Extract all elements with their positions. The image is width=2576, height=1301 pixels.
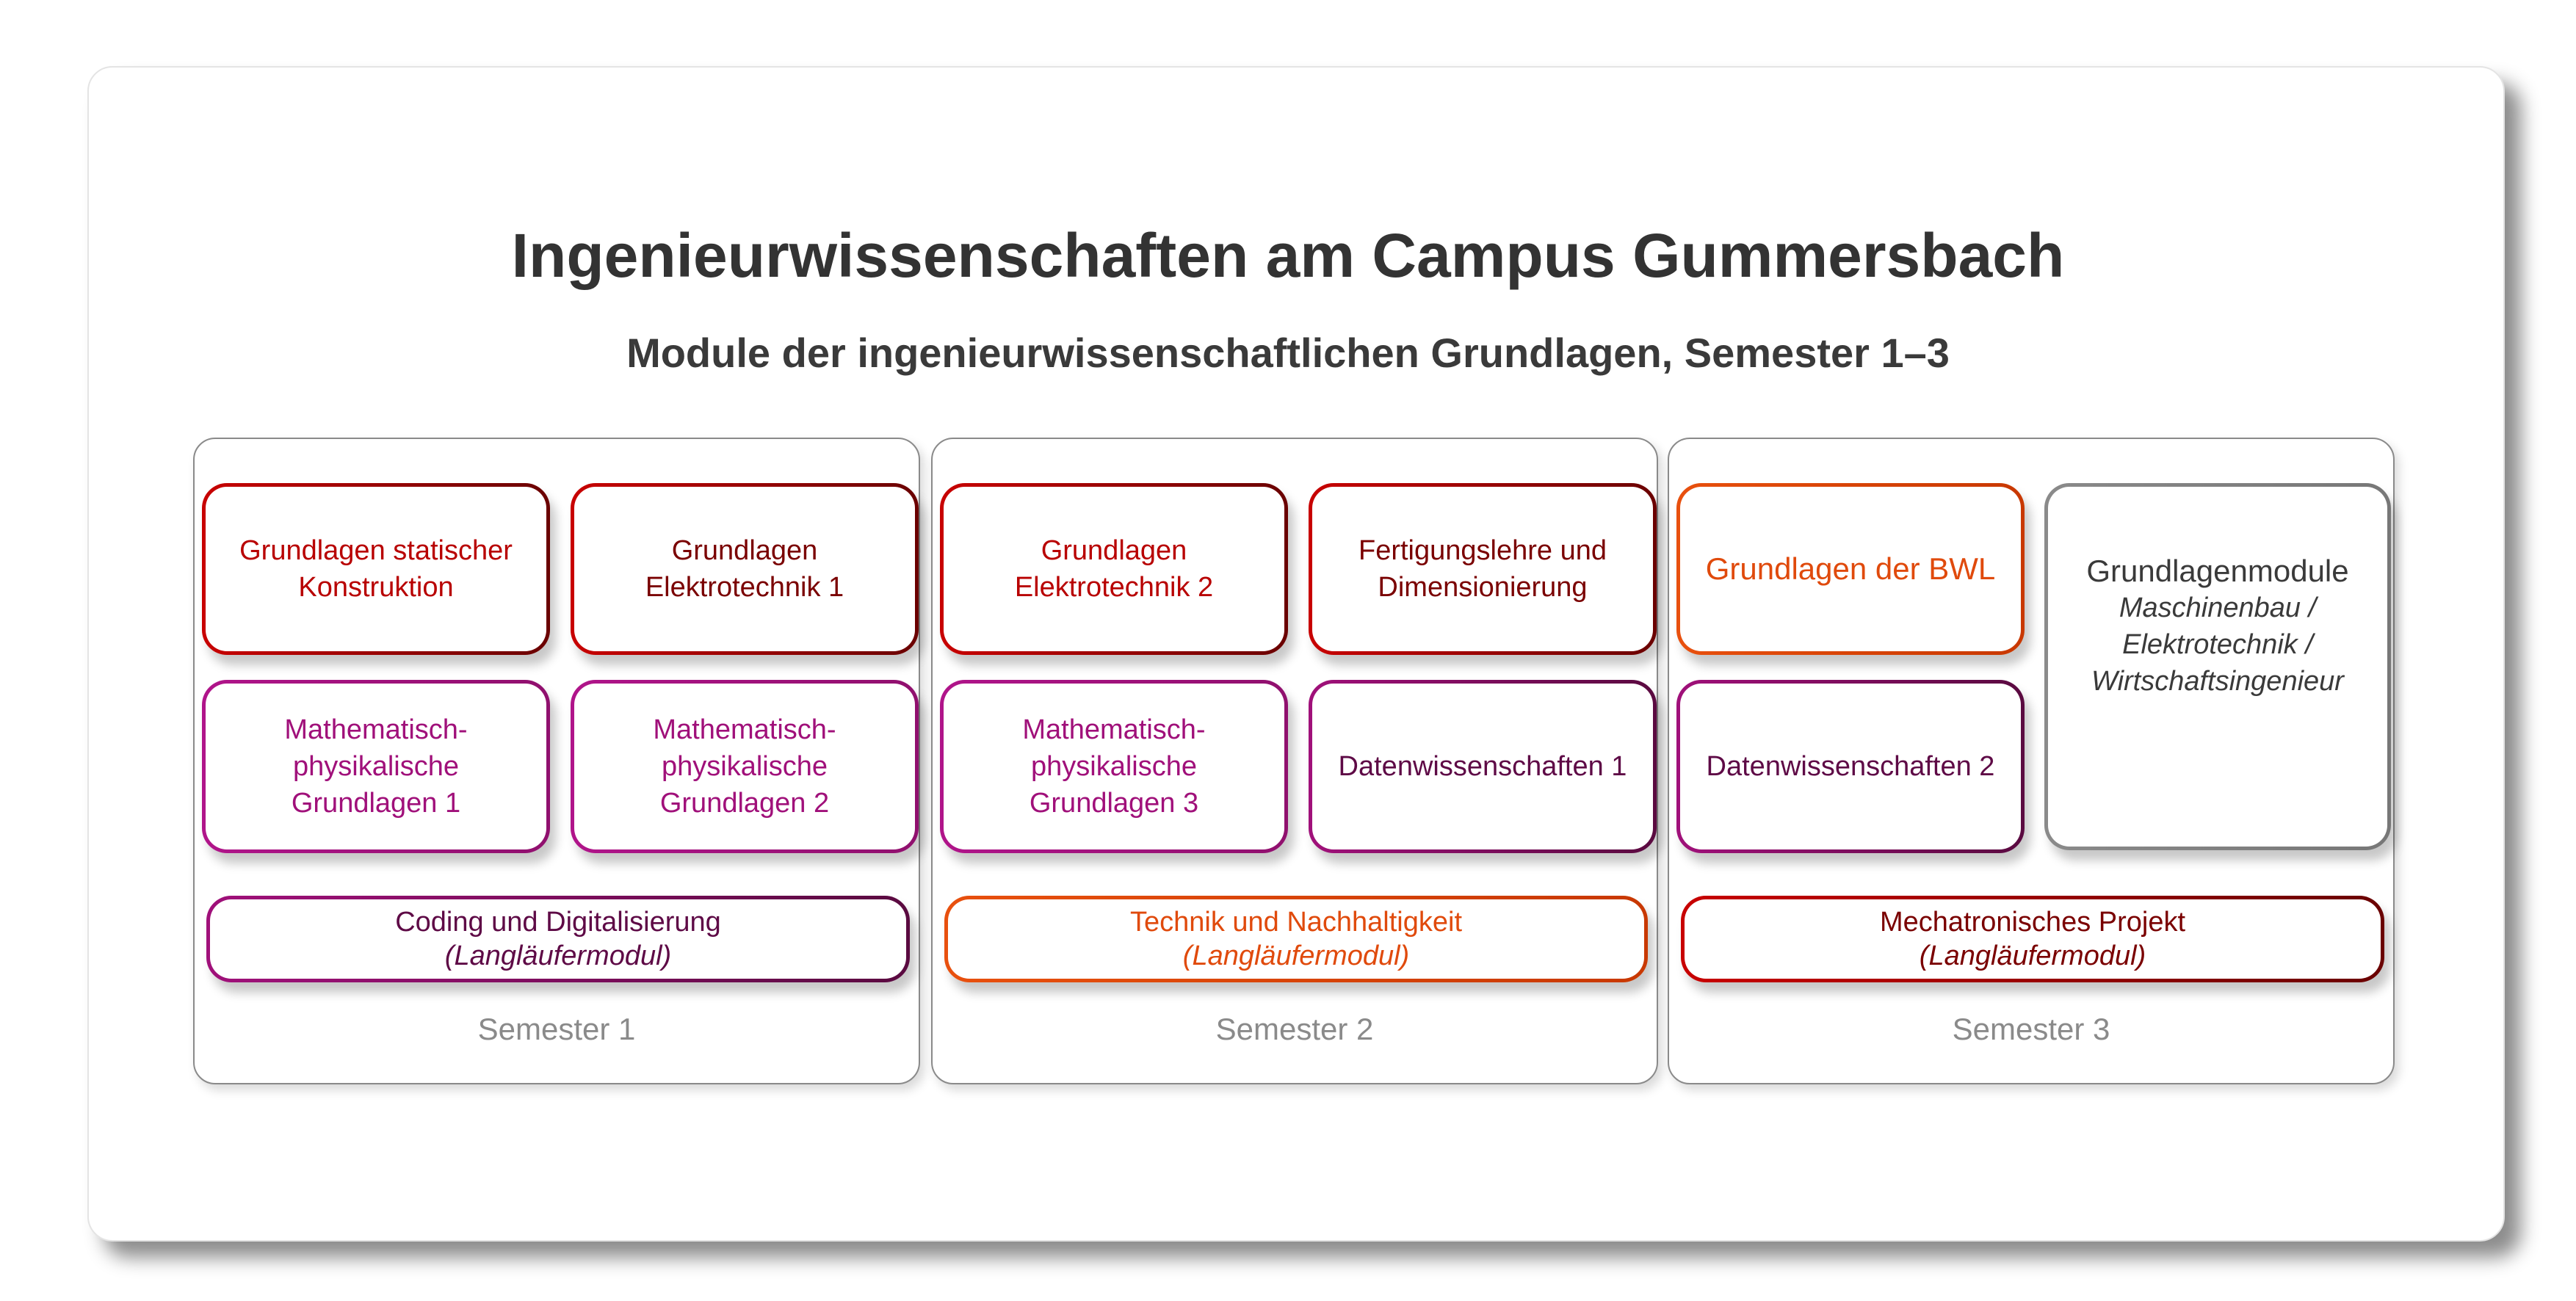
module-note: Maschinenbau / <box>2119 592 2317 623</box>
module-label: Grundlagen <box>1041 535 1187 566</box>
module-label: Mathematisch-physikalische <box>1022 714 1206 782</box>
module-label: Fertigungslehre und <box>1358 535 1607 566</box>
module-note: (Langläufermodul) <box>1182 941 1410 971</box>
module-mechatronisches-projekt: Mechatronisches Projekt (Langläufermodul… <box>1681 896 2384 982</box>
semester-label: Semester 1 <box>477 1012 636 1046</box>
module-label: Elektrotechnik 1 <box>645 572 844 603</box>
semester-1-panel: Grundlagen statischer Konstruktion Grund… <box>193 438 920 1084</box>
module-note: Wirtschaftsingenieur <box>2091 666 2344 697</box>
module-mathe-physik-3: Mathematisch-physikalische Grundlagen 3 <box>940 680 1288 853</box>
module-grundlagen-statischer-konstruktion: Grundlagen statischer Konstruktion <box>202 483 550 655</box>
module-coding-digitalisierung: Coding und Digitalisierung (Langläufermo… <box>206 896 910 982</box>
module-label: Grundlagen 2 <box>659 788 830 819</box>
module-label: Grundlagen statischer <box>239 535 513 566</box>
module-note: Elektrotechnik / <box>2122 629 2313 660</box>
page-subtitle: Module der ingenieurwissenschaftlichen G… <box>626 330 1950 376</box>
module-label: Mathematisch-physikalische <box>284 714 468 782</box>
module-label: Coding und Digitalisierung <box>395 907 721 938</box>
semester-label: Semester 2 <box>1215 1012 1374 1046</box>
module-label: Technik und Nachhaltigkeit <box>1129 907 1463 938</box>
semester-label: Semester 3 <box>1952 1012 2110 1046</box>
module-grundlagen-elektrotechnik-1: Grundlagen Elektrotechnik 1 <box>571 483 919 655</box>
module-grundlagen-bwl: Grundlagen der BWL <box>1676 483 2025 655</box>
module-mathe-physik-2: Mathematisch-physikalische Grundlagen 2 <box>571 680 919 853</box>
module-technik-nachhaltigkeit: Technik und Nachhaltigkeit (Langläufermo… <box>944 896 1648 982</box>
module-label: Mathematisch-physikalische <box>653 714 836 782</box>
module-grundlagen-elektrotechnik-2: Grundlagen Elektrotechnik 2 <box>940 483 1288 655</box>
module-label: Grundlagen 3 <box>1029 788 1199 819</box>
module-label: Grundlagenmodule <box>2086 554 2349 588</box>
module-note: (Langläufermodul) <box>444 941 672 971</box>
module-label: Konstruktion <box>298 572 454 603</box>
semester-2-panel: Grundlagen Elektrotechnik 2 Fertigungsle… <box>931 438 1658 1084</box>
module-note: (Langläufermodul) <box>1919 941 2146 971</box>
module-label: Grundlagen <box>671 535 818 566</box>
module-label: Elektrotechnik 2 <box>1014 572 1214 603</box>
module-label: Dimensionierung <box>1378 572 1588 603</box>
module-label: Grundlagen 1 <box>291 788 461 819</box>
module-label: Mechatronisches Projekt <box>1879 907 2186 938</box>
page-title: Ingenieurwissenschaften am Campus Gummer… <box>511 221 2065 290</box>
semester-3-panel: Grundlagen der BWL Datenwissenschaften 2… <box>1668 438 2395 1084</box>
module-fertigungslehre: Fertigungslehre und Dimensionierung <box>1309 483 1657 655</box>
module-label: Grundlagen der BWL <box>1705 551 1996 586</box>
module-mathe-physik-1: Mathematisch-physikalische Grundlagen 1 <box>202 680 550 853</box>
module-datenwissenschaften-1: Datenwissenschaften 1 <box>1309 680 1657 853</box>
module-label: Datenwissenschaften 1 <box>1338 751 1627 782</box>
module-grundlagenmodule: Grundlagenmodule Maschinenbau / Elektrot… <box>2044 483 2391 850</box>
module-datenwissenschaften-2: Datenwissenschaften 2 <box>1676 680 2025 853</box>
module-label: Datenwissenschaften 2 <box>1706 751 1995 782</box>
